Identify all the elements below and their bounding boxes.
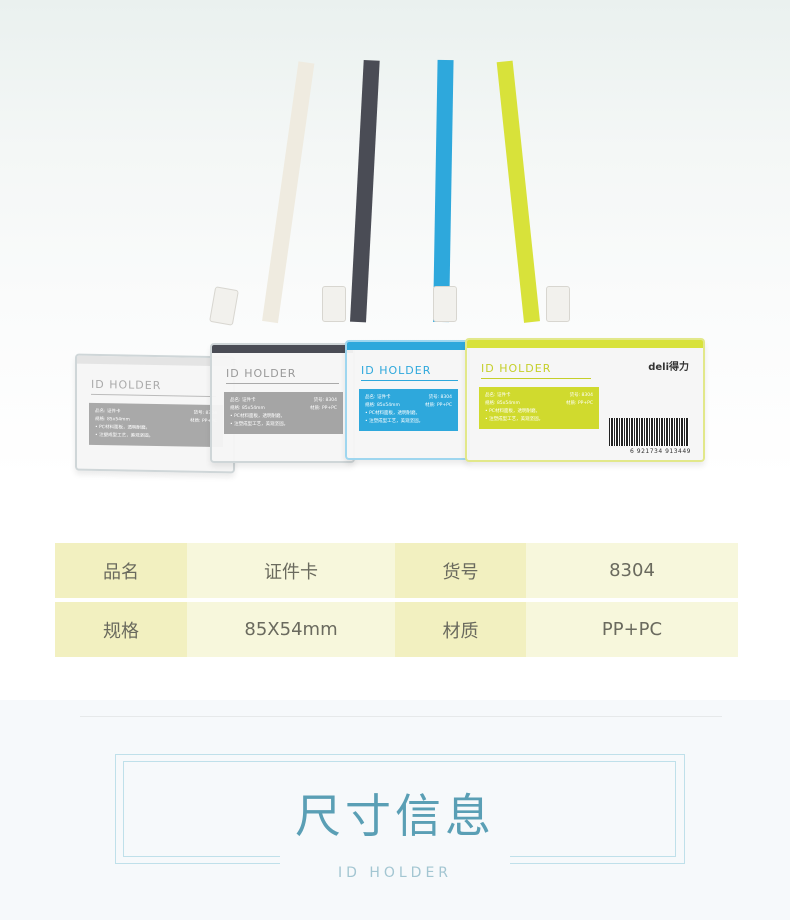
spec-key: 规格 — [55, 602, 187, 657]
spec-value: 证件卡 — [187, 543, 395, 598]
clip — [322, 286, 346, 322]
barcode — [609, 418, 689, 446]
table-row: 规格 85X54mm 材质 PP+PC — [55, 602, 738, 657]
field: 品名: 证件卡 — [230, 398, 256, 403]
lanyard-cream — [262, 61, 315, 324]
bullet: • 注塑成型工艺，美观坚固。 — [485, 417, 544, 422]
spec-table: 品名 证件卡 货号 8304 规格 85X54mm 材质 PP+PC — [55, 543, 738, 661]
table-row: 品名 证件卡 货号 8304 — [55, 543, 738, 598]
field: 规格: 85x54mm — [365, 403, 400, 408]
id-card-yellow: deli得力 ID HOLDER 品名: 证件卡 货号: 8304 规格: 85x… — [465, 338, 705, 462]
clip — [433, 286, 457, 322]
spec-value: 8304 — [526, 543, 738, 598]
clip — [209, 286, 239, 326]
spec-value: PP+PC — [526, 602, 738, 657]
card-heading: ID HOLDER — [481, 362, 591, 379]
field: 货号: 8304 — [428, 395, 452, 400]
spec-key: 品名 — [55, 543, 187, 598]
card-heading: ID HOLDER — [91, 377, 216, 398]
id-card-blue: ID HOLDER 品名: 证件卡 货号: 8304 规格: 85x54mm 材质:… — [345, 340, 470, 460]
bullet: • 注塑成型工艺，美观坚固。 — [95, 432, 154, 439]
divider — [80, 716, 722, 717]
field: 材质: PP+PC — [566, 401, 593, 406]
field: 规格: 85x54mm — [230, 406, 265, 411]
bullet: • PC材料面板，透明耐磨。 — [485, 409, 540, 414]
field: 货号: 8304 — [313, 398, 337, 403]
barcode-number: 6 921734 913449 — [630, 448, 691, 455]
section-title: 尺寸信息 — [295, 789, 495, 843]
field: 货号: 8304 — [569, 393, 593, 398]
section-subtitle: ID HOLDER — [337, 865, 453, 881]
clip — [546, 286, 570, 322]
frame-gap — [280, 850, 510, 870]
field: 规格: 85x54mm — [485, 401, 520, 406]
field: 材质: PP+PC — [310, 406, 337, 411]
field: 品名: 证件卡 — [485, 393, 511, 398]
card-heading: ID HOLDER — [226, 367, 339, 384]
lanyard-blue — [433, 59, 454, 323]
field: 材质: PP+PC — [425, 403, 452, 408]
bullet: • PC材料面板，透明耐磨。 — [365, 411, 420, 416]
bullet: • 注塑成型工艺，美观坚固。 — [365, 419, 424, 424]
section-header: 尺寸信息 ID HOLDER — [0, 700, 790, 920]
lanyard-yellow — [496, 60, 540, 323]
field: 品名: 证件卡 — [365, 395, 391, 400]
spec-value: 85X54mm — [187, 602, 395, 657]
lanyard-dark — [350, 59, 380, 323]
spec-key: 材质 — [395, 602, 526, 657]
card-heading: ID HOLDER — [361, 364, 458, 381]
spec-key: 货号 — [395, 543, 526, 598]
bullet: • 注塑成型工艺，美观坚固。 — [230, 422, 289, 427]
id-card-dark: ID HOLDER 品名: 证件卡 货号: 8304 规格: 85x54mm 材质:… — [210, 343, 355, 463]
bullet: • PC材料面板，透明耐磨。 — [230, 414, 285, 419]
brand-logo: deli得力 — [648, 362, 689, 373]
